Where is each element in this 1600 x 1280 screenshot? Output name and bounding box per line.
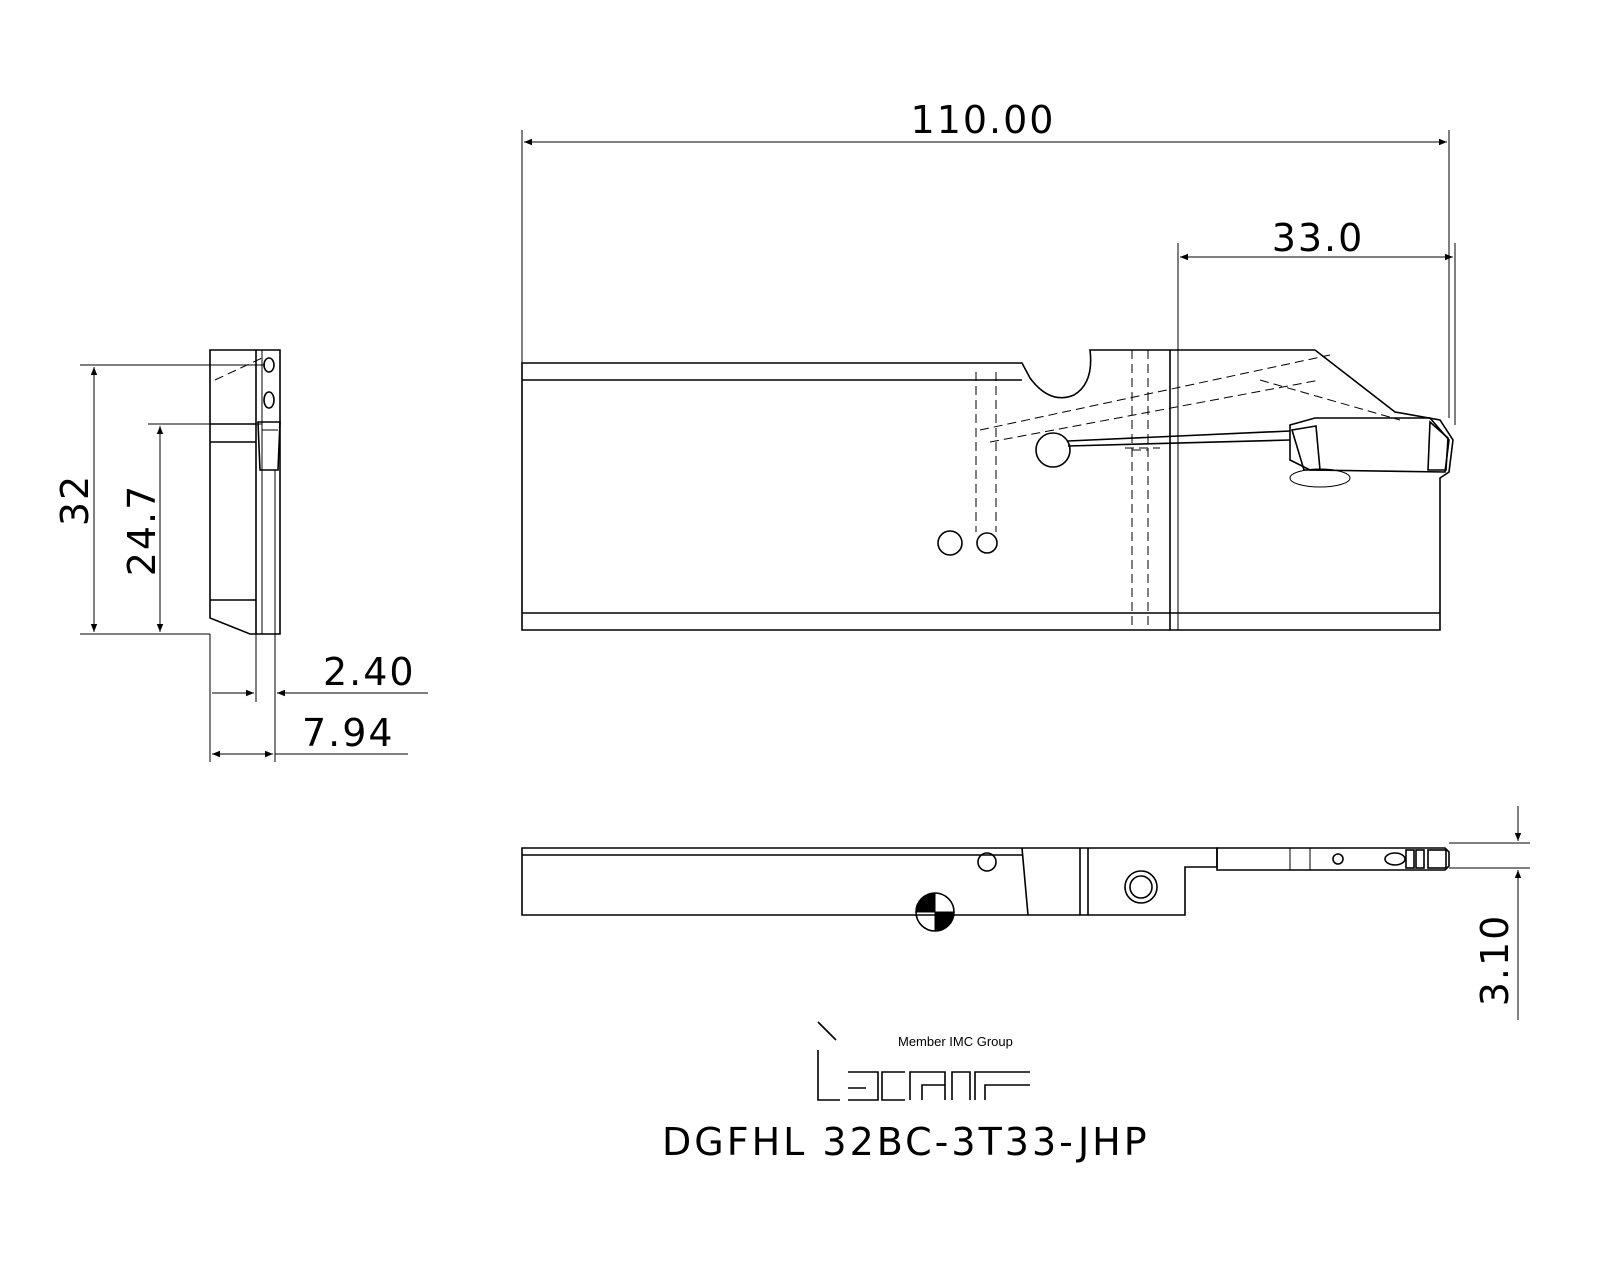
insert-offset-label: 2.40 bbox=[323, 650, 416, 694]
front-view bbox=[521, 349, 1454, 631]
overall-length-label: 110.00 bbox=[911, 98, 1056, 142]
iscar-logo: Member IMC Group bbox=[817, 1021, 1030, 1101]
center-of-gravity-icon bbox=[915, 892, 955, 932]
dimension-height: 32 bbox=[53, 364, 265, 635]
dimension-shank-height: 24.7 bbox=[120, 423, 262, 632]
blade-width-label: 3.10 bbox=[1473, 914, 1517, 1007]
head-length-label: 33.0 bbox=[1272, 216, 1365, 260]
height-label: 32 bbox=[53, 474, 97, 526]
dimension-overall-length: 110.00 bbox=[521, 98, 1450, 418]
dimension-width: 7.94 bbox=[212, 711, 408, 758]
width-label: 7.94 bbox=[302, 711, 395, 755]
part-number: DGFHL 32BC-3T33-JHP bbox=[662, 1120, 1150, 1164]
dimension-insert-offset: 2.40 bbox=[209, 634, 428, 762]
shank-height-label: 24.7 bbox=[120, 484, 164, 577]
dimension-head-length: 33.0 bbox=[1177, 216, 1456, 425]
logo-tagline: Member IMC Group bbox=[898, 1034, 1013, 1049]
dimension-blade-width: 3.10 bbox=[1449, 806, 1530, 1020]
top-view bbox=[521, 847, 1450, 916]
side-view bbox=[209, 349, 281, 635]
